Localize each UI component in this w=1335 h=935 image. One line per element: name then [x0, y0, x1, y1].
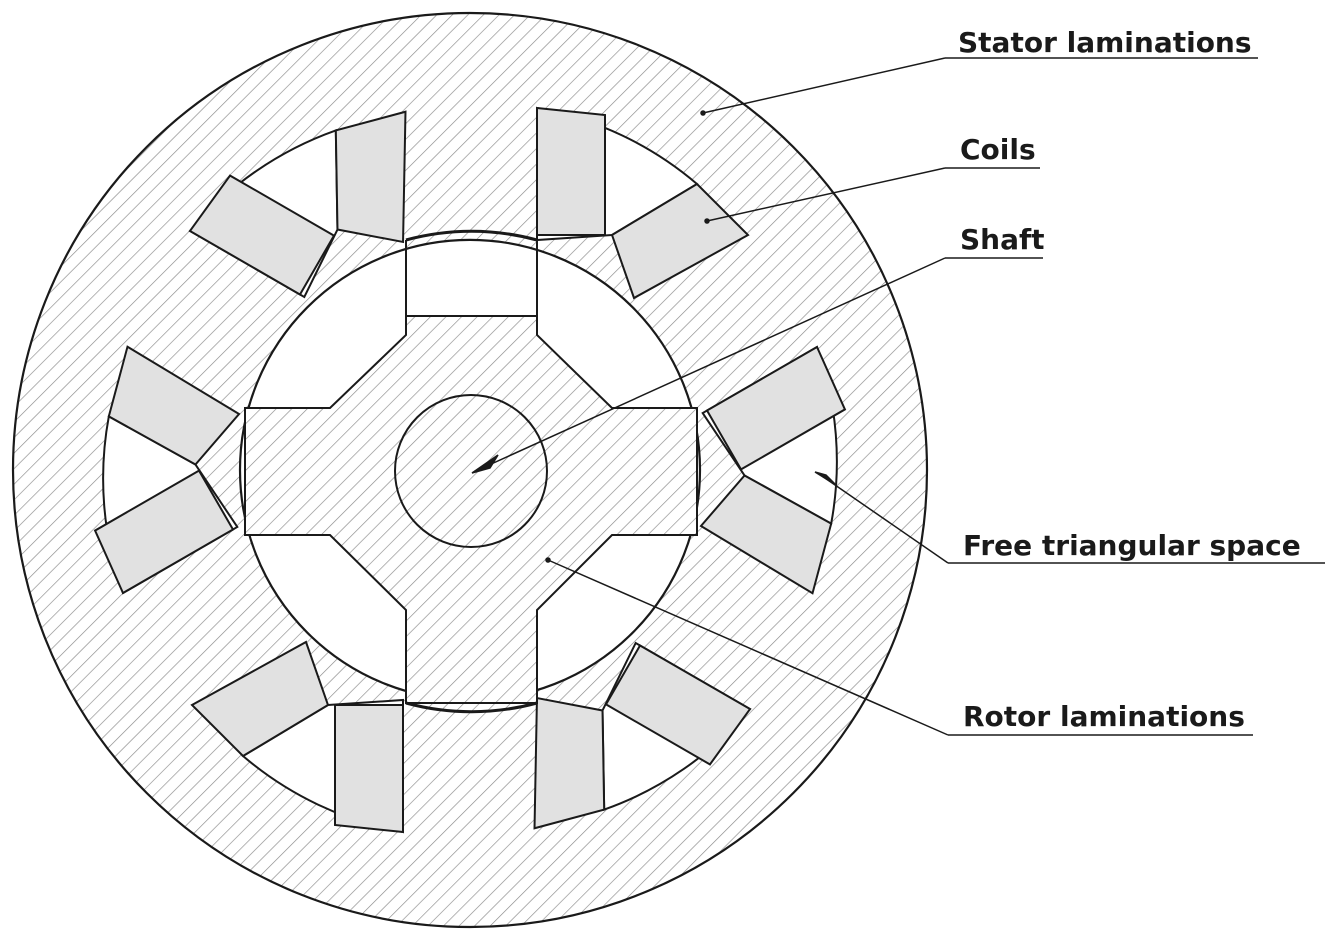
free-space-arrowhead [814, 471, 837, 486]
leader-stator [702, 57, 946, 114]
shaft [394, 394, 548, 548]
coil-block [699, 474, 833, 595]
coil-block [705, 345, 847, 471]
coil-block [604, 644, 752, 766]
coil-block [107, 345, 241, 466]
coil-block [536, 106, 606, 236]
coil-block [190, 640, 330, 758]
label-coils: Coils [960, 133, 1036, 166]
leader-shaft [477, 257, 946, 471]
label-rotor-laminations: Rotor laminations [963, 700, 1245, 733]
coils [93, 106, 847, 834]
shaft-arrowhead [471, 454, 499, 474]
leader-coils [706, 167, 946, 222]
label-shaft: Shaft [960, 223, 1045, 256]
label-stator-laminations: Stator laminations [958, 26, 1252, 59]
leader-rotor [547, 559, 949, 736]
coil-block [334, 704, 404, 834]
coil-block [533, 696, 606, 830]
coil-block [188, 174, 336, 296]
coil-block [610, 182, 750, 300]
leader-lines [471, 57, 1325, 736]
coil-block [334, 110, 407, 244]
label-free-triangular-space: Free triangular space [963, 529, 1301, 562]
coil-block [93, 469, 235, 595]
leader-free-space [821, 475, 949, 564]
